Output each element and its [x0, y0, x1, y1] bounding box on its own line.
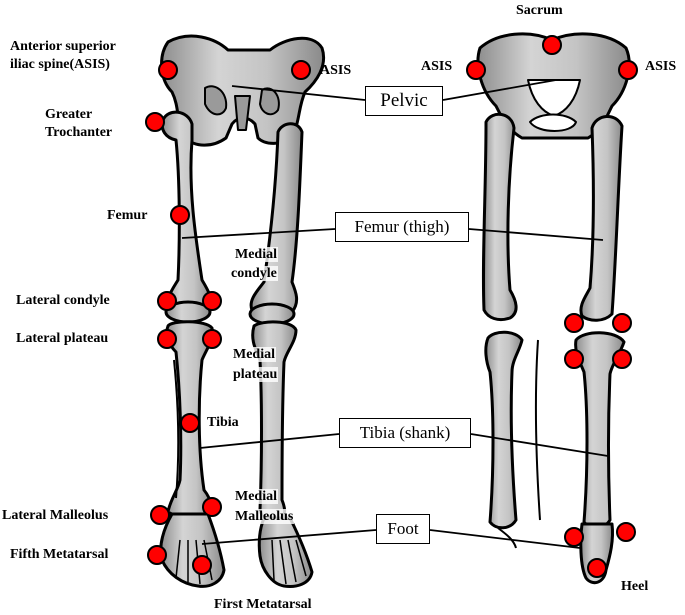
label-lateral-malleolus: Lateral Malleolus [2, 508, 109, 523]
marker-back-malleolus-right [616, 522, 636, 542]
marker-back-malleolus-left [564, 527, 584, 547]
front-femur-right [249, 122, 304, 318]
front-foot-left [159, 512, 226, 588]
marker-medial-condyle [202, 291, 222, 311]
back-femur-right [579, 115, 624, 322]
label-medial-condyle-line2: condyle [230, 265, 278, 282]
marker-back-plateau-left [564, 349, 584, 369]
label-greater-trochanter-line1: Greater [45, 107, 93, 122]
front-foot-right [257, 516, 314, 588]
marker-asis-back-right [618, 60, 638, 80]
label-greater-trochanter-line2: Trochanter [45, 125, 113, 140]
label-femur: Femur [107, 208, 148, 223]
marker-asis-front-left [158, 60, 178, 80]
label-medial-condyle-line2-text: condyle [230, 266, 278, 281]
label-medial-plateau-line2: plateau [232, 366, 279, 383]
marker-first-metatarsal [192, 555, 212, 575]
marker-greater-trochanter [145, 112, 165, 132]
label-medial-condyle-line1: Medial [234, 246, 278, 263]
segment-box-femur: Femur (thigh) [335, 212, 469, 242]
label-asis-back-right: ASIS [645, 59, 677, 74]
back-skeleton [476, 32, 631, 585]
leader-lines [181, 79, 609, 549]
label-heel: Heel [621, 579, 649, 594]
label-medial-condyle-line1-text: Medial [234, 247, 278, 262]
label-fifth-metatarsal: Fifth Metatarsal [10, 547, 109, 562]
back-tibia-left [484, 330, 524, 530]
segment-box-pelvic: Pelvic [365, 86, 443, 116]
label-medial-plateau-line1-text: Medial [232, 347, 276, 362]
label-asis-anterior-line2: iliac spine(ASIS) [10, 57, 110, 72]
marker-tibia [180, 413, 200, 433]
label-lateral-condyle: Lateral condyle [16, 293, 110, 308]
label-medial-plateau-line1: Medial [232, 346, 276, 363]
label-medial-malleolus-line1: Medial [234, 488, 278, 505]
marker-lateral-plateau [157, 329, 177, 349]
marker-heel [587, 558, 607, 578]
marker-femur [170, 205, 190, 225]
marker-sacrum [542, 35, 562, 55]
marker-medial-plateau [202, 329, 222, 349]
label-medial-plateau-line2-text: plateau [232, 367, 279, 382]
label-medial-malleolus-line1-text: Medial [234, 489, 278, 504]
segment-box-tibia: Tibia (shank) [339, 418, 471, 448]
label-medial-malleolus-line2: Malleolus [234, 508, 295, 525]
label-asis-anterior-line1: Anterior superior [10, 39, 116, 54]
label-asis-front-right: ASIS [320, 63, 352, 78]
marker-group [145, 35, 638, 578]
back-femur-left [481, 112, 518, 322]
marker-back-plateau-right [612, 349, 632, 369]
label-sacrum: Sacrum [516, 3, 563, 18]
label-asis-back-left: ASIS [421, 59, 453, 74]
back-tibia-right [574, 331, 626, 530]
marker-back-condyle-left [564, 313, 584, 333]
marker-lateral-malleolus [150, 505, 170, 525]
segment-box-foot: Foot [376, 514, 430, 544]
marker-medial-malleolus [202, 497, 222, 517]
marker-asis-back-left [466, 60, 486, 80]
marker-back-condyle-right [612, 313, 632, 333]
marker-asis-front-right [291, 60, 311, 80]
marker-lateral-condyle [157, 291, 177, 311]
label-lateral-plateau: Lateral plateau [16, 331, 109, 346]
label-first-metatarsal: First Metatarsal [214, 597, 312, 612]
label-tibia: Tibia [207, 415, 239, 430]
marker-fifth-metatarsal [147, 545, 167, 565]
label-medial-malleolus-line2-text: Malleolus [234, 509, 295, 524]
